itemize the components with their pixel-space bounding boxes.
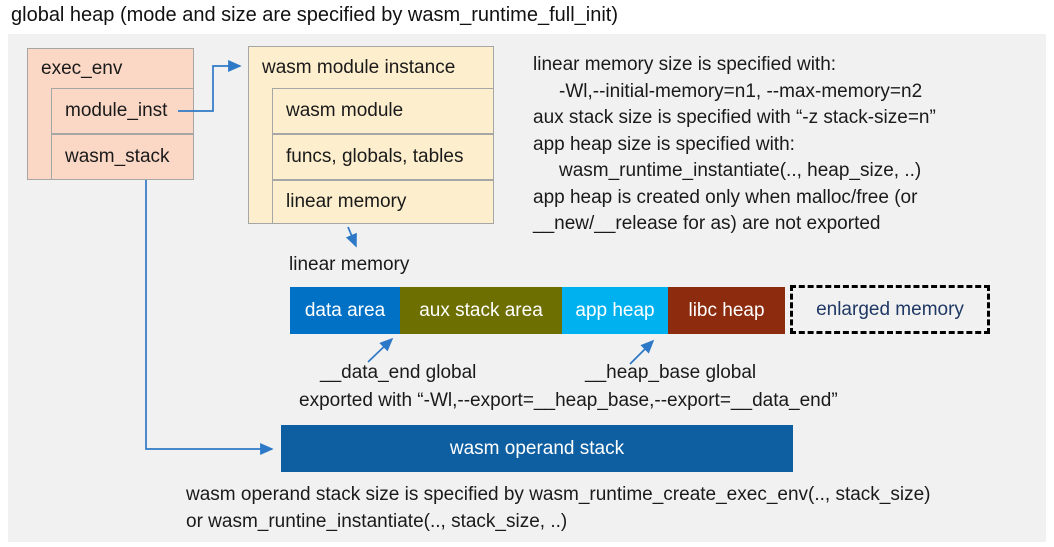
annotation-data-end: __data_end global [320, 362, 477, 383]
module-instance-row-linear-memory: linear memory [272, 180, 494, 224]
annotation-exported: exported with “-Wl,--export=__heap_base,… [299, 390, 838, 411]
notes-bottom: wasm operand stack size is specified by … [186, 481, 931, 535]
note-line: linear memory size is specified with: [533, 54, 837, 75]
note-line: wasm operand stack size is specified by … [186, 484, 931, 505]
memory-segment-libc-heap: libc heap [668, 287, 785, 334]
note-line: or wasm_runtine_instantiate(.., stack_si… [186, 511, 568, 532]
notes-right: linear memory size is specified with: -W… [533, 52, 936, 238]
note-line: app heap is created only when malloc/fre… [533, 186, 918, 208]
memory-segment-data-area: data area [290, 287, 400, 334]
module-instance-row-funcs-globals-tables: funcs, globals, tables [272, 134, 494, 180]
note-line: wasm_runtime_instantiate(.., heap_size, … [559, 160, 922, 181]
exec-env-header: exec_env [41, 58, 123, 79]
page-title: global heap (mode and size are specified… [11, 4, 618, 26]
enlarged-memory-box: enlarged memory [790, 285, 990, 334]
memory-segment-app-heap: app heap [562, 287, 668, 334]
note-line: aux stack size is specified with “-z sta… [533, 107, 936, 128]
module-instance-row-wasm-module: wasm module [272, 88, 494, 134]
note-line: -Wl,--initial-memory=n1, --max-memory=n2 [559, 80, 923, 102]
note-line: __new/__release for as) are not exported [533, 213, 881, 234]
memory-segment-aux-stack-area: aux stack area [400, 287, 562, 334]
exec-env-row-module-inst: module_inst [51, 88, 194, 134]
wasm-operand-stack-bar: wasm operand stack [281, 425, 793, 472]
module-instance-header: wasm module instance [262, 57, 456, 78]
note-line: app heap size is specified with: [533, 133, 795, 155]
annotation-heap-base: __heap_base global [585, 362, 757, 383]
exec-env-row-wasm-stack: wasm_stack [51, 134, 194, 180]
linear-memory-label: linear memory [289, 254, 410, 275]
